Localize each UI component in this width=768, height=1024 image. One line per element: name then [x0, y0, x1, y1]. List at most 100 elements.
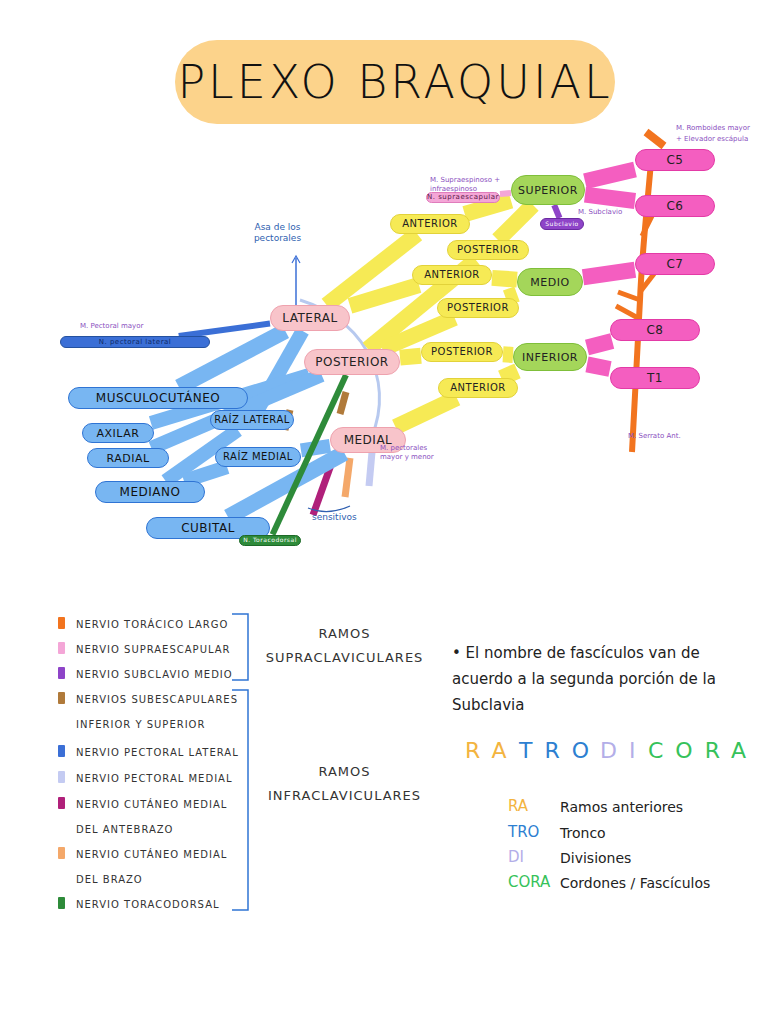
- legend-swatch: [58, 692, 65, 704]
- legend-swatch: [58, 797, 65, 809]
- nerve-connector: [506, 294, 517, 298]
- node-label: C5: [666, 154, 683, 166]
- muscle-label: + Elevador escápula: [676, 135, 764, 144]
- trunk: INFERIOR: [513, 343, 587, 371]
- node-label: POSTERIOR: [315, 356, 388, 368]
- node-label: RADIAL: [106, 453, 149, 464]
- terminal-nerve: MUSCULOCUTÁNEO: [68, 387, 248, 409]
- note-text: • El nombre de fascículos van de acuerdo…: [452, 640, 744, 718]
- division: ANTERIOR: [412, 265, 492, 285]
- legend-text: NERVIOS SUBESCAPULARES INFERIOR Y SUPERI…: [76, 687, 246, 737]
- division: POSTERIOR: [421, 342, 503, 362]
- mnemonic: RA: [465, 738, 518, 764]
- cord: POSTERIOR: [304, 349, 400, 375]
- nerve-connector: [501, 371, 517, 378]
- medial-cutaneous-arm: [345, 458, 350, 497]
- root: T1: [610, 367, 700, 389]
- nerve-connector: [587, 364, 610, 369]
- node-label: ANTERIOR: [450, 383, 505, 393]
- trunk: MEDIO: [517, 268, 583, 296]
- terminal-nerve: AXILAR: [82, 423, 154, 443]
- node-label: C8: [646, 324, 663, 336]
- node-label: AXILAR: [97, 428, 140, 439]
- legend-swatch: [58, 642, 65, 654]
- muscle-label: M. Subclavio: [578, 208, 633, 217]
- legend-swatch: [58, 771, 65, 783]
- root: C8: [610, 319, 700, 341]
- legend-bracket: [232, 690, 248, 910]
- muscle-label: M. Supraespinoso + infraespinoso: [430, 176, 520, 194]
- node-label: ANTERIOR: [402, 219, 457, 229]
- nerve-connector: [583, 270, 635, 277]
- cord: LATERAL: [270, 305, 350, 331]
- node-label: C6: [666, 200, 683, 212]
- sensory-brace: [308, 506, 350, 512]
- title-text: PLEXO BRAQUIAL: [177, 55, 612, 109]
- node-label: T1: [647, 372, 663, 384]
- medial-pectoral-nerve: [369, 452, 372, 486]
- nerve-connector: [151, 375, 309, 423]
- terminal-nerve: RADIAL: [87, 448, 169, 468]
- nerve-connector: [184, 467, 227, 481]
- legend-swatch: [58, 617, 65, 629]
- root: C5: [635, 149, 715, 171]
- legend-text: NERVIO TORACODORSAL: [76, 892, 246, 917]
- nerve-connector: [498, 205, 533, 240]
- node-label: LATERAL: [282, 312, 337, 324]
- mnemonic-meaning: Tronco: [560, 823, 606, 843]
- nerve-connector: [503, 346, 513, 363]
- group-label: RAMOS SUPRACLAVICULARES: [262, 622, 427, 670]
- muscle-label: M. pectorales mayor y menor: [380, 444, 438, 462]
- root: C7: [635, 253, 715, 275]
- node-label: CUBITAL: [181, 522, 235, 534]
- muscle-label: M. Romboides mayor: [676, 124, 761, 133]
- node-label: SUPERIOR: [518, 185, 578, 196]
- legend-text: NERVIO SUBCLAVIO MEDIO: [76, 662, 246, 687]
- title-banner: PLEXO BRAQUIAL: [175, 40, 615, 124]
- legend-text: NERVIO PECTORAL MEDIAL: [76, 766, 246, 791]
- muscle-label: M. Pectoral mayor: [80, 322, 160, 331]
- mnemonic: TRO: [519, 738, 601, 764]
- mnemonic: DI: [600, 738, 647, 764]
- muscle-label: M. Serrato Ant.: [628, 432, 688, 441]
- node-label: N. supraescapular: [427, 194, 499, 201]
- node-label: Subclavio: [545, 221, 578, 227]
- node-label: RAÍZ LATERAL: [214, 415, 290, 425]
- mnemonic-key: DI: [508, 847, 524, 867]
- mnemonic-key: RA: [508, 796, 528, 816]
- legend-text: NERVIO SUPRAESCAPULAR: [76, 637, 246, 662]
- branch-nerve: N. pectoral lateral: [60, 336, 210, 348]
- legend-swatch: [58, 745, 65, 757]
- nerve-connector: [350, 285, 419, 306]
- subscapular-nerve: [340, 392, 346, 414]
- node-label: N. Toracodorsal: [243, 537, 297, 543]
- nerve-connector: [382, 318, 454, 349]
- nerve-connector: [396, 398, 457, 427]
- group-label: RAMOS INFRACLAVICULARES: [262, 760, 427, 808]
- node-label: POSTERIOR: [457, 245, 519, 255]
- nerve-connector: [554, 205, 559, 218]
- nerve-connector: [151, 375, 321, 448]
- branch-nerve: Subclavio: [540, 218, 584, 230]
- leader-arrowhead: [292, 256, 300, 263]
- legend-bracket: [232, 614, 248, 680]
- nerve-connector: [273, 375, 346, 535]
- nerve-connector: [400, 356, 421, 358]
- nerve-connector: [585, 169, 635, 181]
- mnemonic-meaning: Cordones / Fascículos: [560, 873, 710, 893]
- mnemonic-meaning: Ramos anteriores: [560, 797, 683, 817]
- node-label: N. pectoral lateral: [99, 339, 172, 346]
- callout-text: sensitivos: [312, 512, 372, 523]
- division: POSTERIOR: [437, 298, 519, 318]
- legend-swatch: [58, 897, 65, 909]
- legend-swatch: [58, 667, 65, 679]
- legend-text: NERVIO CUTÁNEO MEDIAL DEL ANTEBRAZO: [76, 792, 246, 842]
- node-label: C7: [666, 258, 683, 270]
- nerve-connector: [587, 341, 612, 347]
- nerve-connector: [585, 195, 635, 201]
- legend-text: NERVIO TORÁCICO LARGO: [76, 612, 246, 637]
- legend-text: NERVIO PECTORAL LATERAL: [76, 740, 246, 765]
- node-label: RAÍZ MEDIAL: [223, 452, 293, 462]
- nerve-connector: [179, 323, 270, 336]
